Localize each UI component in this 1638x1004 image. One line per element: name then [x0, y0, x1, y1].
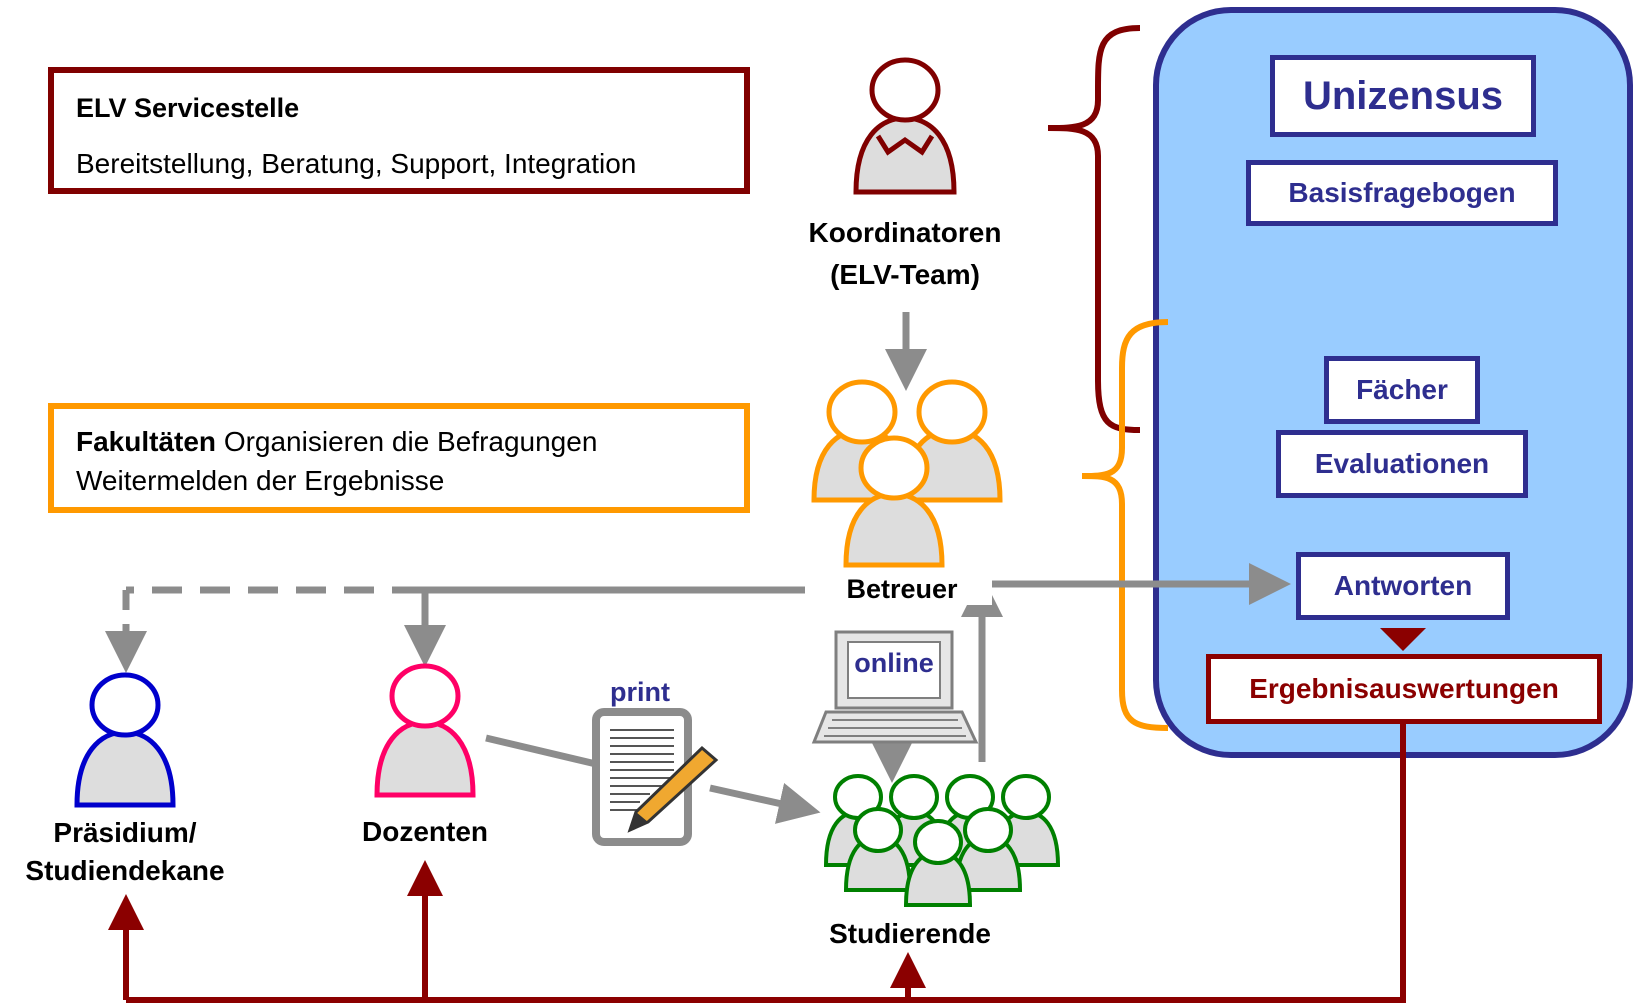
- koordinatoren-label-line2: (ELV-Team): [830, 259, 980, 290]
- fakultaeten-brace: [1081, 319, 1169, 731]
- fakultaeten-text-line1: Organisieren die Befragungen: [223, 426, 598, 457]
- praesidium-person-icon: [74, 672, 176, 808]
- servicestelle-text: Bereitstellung, Beratung, Support, Integ…: [76, 148, 637, 179]
- fakultaeten-title: Fakultäten: [76, 426, 217, 457]
- print-label: print: [610, 677, 670, 707]
- results-line: [126, 718, 1406, 1003]
- dozenten-label: Dozenten: [362, 816, 488, 847]
- praesidium-label: Präsidium/ Studiendekane: [0, 814, 250, 890]
- evaluationen-box: Evaluationen: [1276, 430, 1528, 498]
- studierende-label: Studierende: [829, 918, 991, 949]
- praesidium-label-line2: Studiendekane: [25, 855, 225, 886]
- unizensus-title: Unizensus: [1302, 73, 1504, 118]
- koordinatoren-person-icon: [853, 57, 957, 195]
- antworten-box: Antworten: [1296, 552, 1510, 620]
- arrow-print-to-studierende: [709, 782, 821, 824]
- fakultaeten-box: Fakultäten Organisieren die Befragungen …: [48, 403, 750, 513]
- dozenten-person-icon: [374, 663, 476, 798]
- servicestelle-title: ELV Servicestelle: [76, 93, 300, 123]
- betreuer-label: Betreuer: [812, 574, 992, 605]
- ergebnisauswertungen-label: Ergebnisauswertungen: [1249, 673, 1559, 704]
- faecher-label: Fächer: [1356, 374, 1448, 405]
- basisfragebogen-label: Basisfragebogen: [1288, 177, 1516, 208]
- servicestelle-box: ELV Servicestelle Bereitstellung, Beratu…: [48, 67, 750, 194]
- online-label: online: [854, 648, 934, 678]
- fakultaeten-text-line2: Weitermelden der Ergebnisse: [76, 465, 445, 496]
- betreuer-group-icon: [811, 379, 1003, 568]
- koordinatoren-label-line1: Koordinatoren: [808, 217, 1002, 248]
- koordinatoren-brace: [1047, 25, 1141, 433]
- studierende-group-icon: [823, 774, 1061, 907]
- computer-icon: [811, 630, 979, 744]
- faecher-box: Fächer: [1324, 356, 1480, 424]
- antworten-to-results-arrow: [1380, 628, 1426, 651]
- ergebnisauswertungen-box: Ergebnisauswertungen: [1206, 654, 1602, 724]
- basisfragebogen-box: Basisfragebogen: [1246, 160, 1558, 226]
- praesidium-label-line1: Präsidium/: [53, 817, 197, 848]
- koordinatoren-label: Koordinatoren (ELV-Team): [770, 212, 1040, 296]
- line-dozenten-to-print: [485, 734, 597, 768]
- evaluationen-label: Evaluationen: [1314, 448, 1490, 479]
- unizensus-title-box: Unizensus: [1270, 55, 1536, 137]
- antworten-label: Antworten: [1333, 570, 1473, 601]
- print-document-icon: [592, 708, 719, 846]
